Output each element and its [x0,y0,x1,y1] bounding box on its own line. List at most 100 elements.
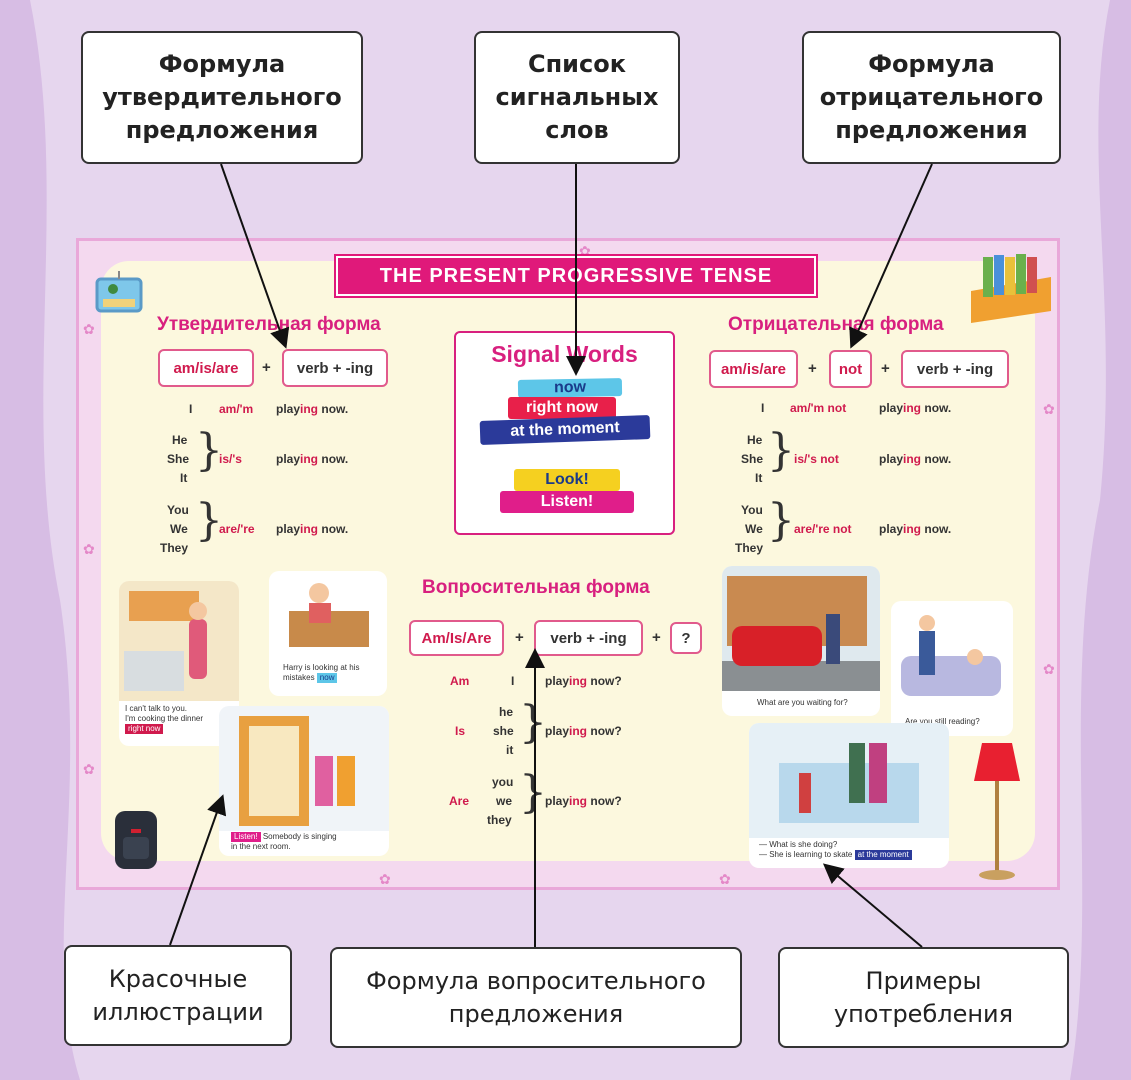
brace: } [767,495,795,546]
signal-right-now: right now [508,397,616,419]
sofa-picture [901,615,1001,696]
q-row3-pronoun: they [487,813,512,827]
caption-car: What are you waiting for? [757,698,848,707]
aff-row3-aux: are/'re [219,522,255,536]
flower-icon: ✿ [719,871,731,887]
illustration-car: What are you waiting for? [722,566,880,716]
q-row2-aux: Is [455,724,466,738]
q-row1-pronoun: I [511,674,515,688]
lamp-icon [974,743,1020,880]
q-row2-verb: playing now? [545,724,622,738]
car-picture [722,566,880,691]
signal-listen: Listen! [500,491,634,513]
q-row1-verb: playing now? [545,674,622,688]
aff-row3-verb: playing now. [276,522,349,536]
caption-sofa: Are you still reading? [905,717,980,726]
neg-row2-pronoun: She [741,452,764,466]
neg-row2-pronoun: It [755,471,763,485]
callout-negative-formula: Формула отрицательного предложения [802,31,1061,164]
negative-heading: Отрицательная форма [728,314,944,335]
flower-icon: ✿ [83,761,95,777]
desk-picture [289,583,369,647]
callout-question-formula: Формула вопросительного предложения [330,947,742,1048]
q-row1-aux: Am [450,674,470,688]
flower-icon: ✿ [1043,661,1055,677]
caption-door: Listen! Somebody is singing in the next … [231,832,337,851]
flower-icon: ✿ [83,321,95,337]
backpack-icon [115,811,157,869]
affirmative-formula-verb: verb + -ing [282,349,388,387]
neg-row1-verb: playing now. [879,401,952,415]
caption-desk: Harry is looking at his mistakes now [283,663,360,683]
neg-row2-aux: is/'s not [794,452,839,466]
aff-row3-pronoun: They [160,541,189,555]
neg-row3-verb: playing now. [879,522,952,536]
negative-formula-subject: am/is/are [709,350,798,388]
signal-words-box: Signal Words now right now at the moment… [454,331,675,535]
q-row3-pronoun: you [492,775,514,789]
question-formula-verb: verb + -ing [534,620,643,656]
q-row3-aux: Are [449,794,470,808]
flower-icon: ✿ [83,541,95,557]
plus-sign: + [808,360,817,377]
aff-row3-pronoun: We [170,522,188,536]
brace: } [519,767,547,818]
brace: } [195,495,223,546]
question-formula-mark: ? [670,622,702,654]
illustration-desk: Harry is looking at his mistakes now [269,571,387,696]
neg-row3-aux: are/'re not [794,522,852,536]
flower-icon: ✿ [379,871,391,887]
aff-row2-aux: is/'s [219,452,242,466]
q-row2-pronoun: he [499,705,514,719]
picture-icon [95,271,143,313]
question-formula-aux: Am/Is/Are [409,620,504,656]
signal-words-title: Signal Words [491,341,638,367]
aff-row1-aux: am/'m [219,402,254,416]
grammar-poster: ✿ ✿ ✿ ✿ ✿ ✿ ✿ ✿ THE PRESENT PROGRESSIVE … [76,238,1060,890]
caption-skate: — What is she doing? — She is learning t… [759,840,912,860]
neg-row3-pronoun: You [741,503,763,517]
callout-examples: Примеры употребления [778,947,1069,1048]
plus-sign: + [515,629,524,646]
illustration-door: Listen! Somebody is singing in the next … [219,706,389,856]
plus-sign: + [262,359,271,376]
callout-signal-words: Список сигнальных слов [474,31,680,164]
negative-formula-not: not [829,350,872,388]
callout-affirmative-formula: Формула утвердительного предложения [81,31,363,164]
q-row2-pronoun: it [506,743,514,757]
callout-illustrations: Красочные иллюстрации [64,945,292,1046]
aff-row2-pronoun: She [167,452,190,466]
plus-sign: + [881,360,890,377]
aff-row1-pronoun: I [189,402,193,416]
neg-row2-verb: playing now. [879,452,952,466]
question-heading: Вопросительная форма [422,577,650,598]
negative-formula-verb: verb + -ing [901,350,1009,388]
aff-row2-pronoun: It [180,471,188,485]
brace: } [767,425,795,476]
books-icon [971,254,1051,323]
skate-picture [749,723,949,838]
aff-row2-verb: playing now. [276,452,349,466]
door-picture [219,706,389,831]
signal-look: Look! [514,469,620,491]
caption-kitchen: I can't talk to you. I'm cooking the din… [125,704,204,734]
q-row3-pronoun: we [496,794,513,808]
neg-row3-pronoun: We [745,522,763,536]
aff-row3-pronoun: You [167,503,189,517]
brace: } [519,697,547,748]
plus-sign: + [652,629,661,646]
affirmative-formula-subject: am/is/are [158,349,254,387]
illustration-skate: — What is she doing? — She is learning t… [749,723,949,868]
neg-row1-pronoun: I [761,401,765,415]
illustration-sofa: Are you still reading? [891,601,1013,736]
flower-icon: ✿ [1043,401,1055,417]
kitchen-picture [119,581,239,701]
affirmative-heading: Утвердительная форма [157,314,381,335]
flower-icon: ✿ [579,243,591,259]
brace: } [195,425,223,476]
neg-row2-pronoun: He [747,433,763,447]
aff-row2-pronoun: He [172,433,188,447]
q-row3-verb: playing now? [545,794,622,808]
q-row2-pronoun: she [493,724,514,738]
